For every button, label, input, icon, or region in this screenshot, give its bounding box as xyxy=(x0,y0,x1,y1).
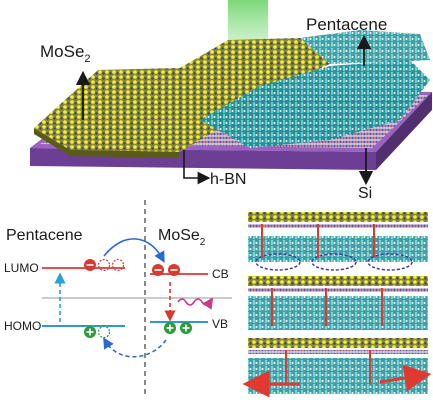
hole-filled xyxy=(84,326,96,338)
pentacene-row xyxy=(248,236,428,262)
mose2-chain xyxy=(248,338,428,348)
molecular-panels xyxy=(242,206,432,400)
cb-label: CB xyxy=(212,267,229,281)
panel-2 xyxy=(248,276,428,330)
vb-label: VB xyxy=(212,317,228,331)
mose2-chain xyxy=(248,212,428,222)
drift-arrow xyxy=(379,364,432,392)
electron-empty xyxy=(111,258,125,272)
electron-filled xyxy=(168,264,180,276)
exciton-ellipse xyxy=(255,253,301,271)
hbn-label: h-BN xyxy=(210,171,246,188)
si-label: Si xyxy=(358,185,372,202)
hbn-pointer xyxy=(183,150,211,185)
si-substrate-side xyxy=(376,92,432,170)
panel-1 xyxy=(248,212,428,271)
hbn-chain xyxy=(248,288,428,292)
electron-filled xyxy=(84,259,96,271)
mose2-flake-edge xyxy=(34,128,180,158)
hole-transfer-arrow xyxy=(103,337,167,358)
electron-empty xyxy=(97,258,111,272)
pentacene-label-bottom: Pentacene xyxy=(6,227,83,244)
hbn-chain xyxy=(248,224,428,228)
mose2-chain xyxy=(248,276,428,286)
lumo-label: LUMO xyxy=(4,261,39,275)
device-schematic: MoSe2 Pentacene h-BN Si xyxy=(30,0,432,202)
electron-filled xyxy=(152,264,164,276)
homo-label: HOMO xyxy=(4,319,41,333)
band-diagram: Pentacene MoSe2 LUMO HOMO CB VB xyxy=(4,200,232,398)
exciton-ellipse xyxy=(311,253,357,271)
hole-filled xyxy=(164,322,176,334)
electron-transfer-arrow xyxy=(103,238,165,263)
pentacene-row xyxy=(248,296,428,330)
mose2-label-top: MoSe2 xyxy=(40,42,91,65)
panel-3 xyxy=(242,338,432,398)
mose2-label-bottom: MoSe2 xyxy=(158,227,206,248)
mose2-flake xyxy=(34,38,330,152)
hole-filled xyxy=(180,322,192,334)
pentacene-label-top: Pentacene xyxy=(306,15,387,34)
exciton-ellipse xyxy=(367,253,413,271)
hbn-chain xyxy=(248,350,428,354)
emission-wave xyxy=(177,297,214,310)
hole-empty xyxy=(97,325,111,339)
pentacene-row xyxy=(248,358,428,394)
